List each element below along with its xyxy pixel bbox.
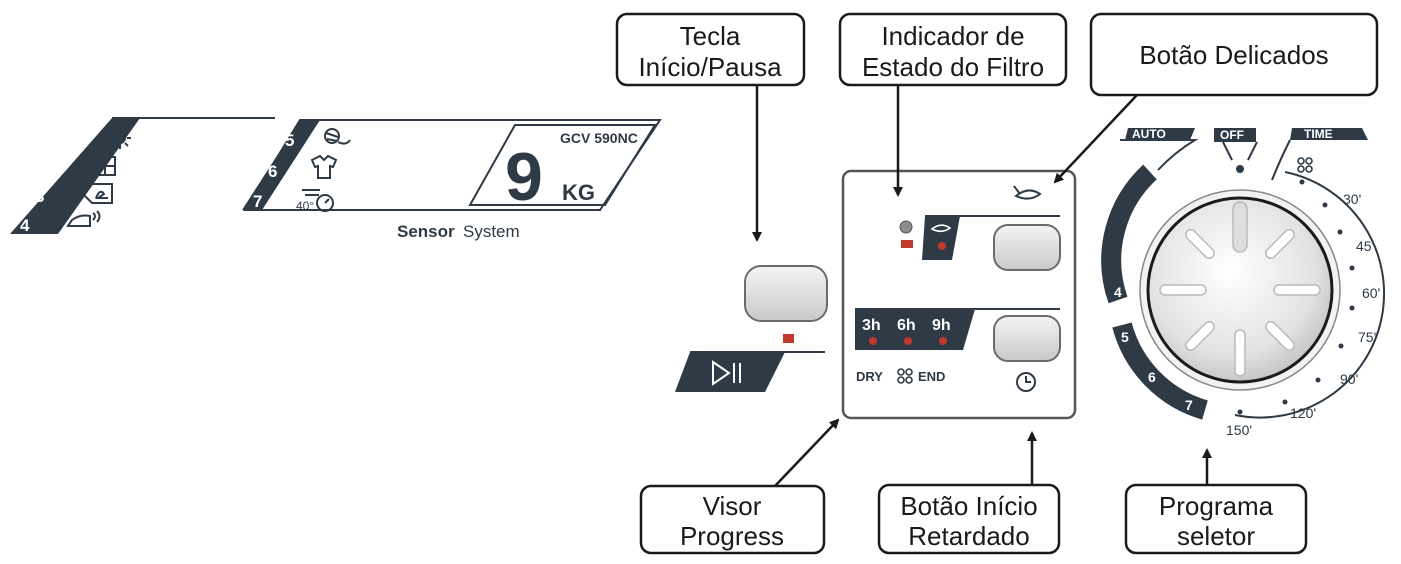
callout-delay-start-line-2: Retardado bbox=[908, 521, 1029, 551]
program-strip-middle: 5 6 7 40° GCV 590NC 9 KG Sensor System bbox=[242, 119, 662, 241]
start-pause-area bbox=[675, 265, 828, 392]
callout-progress-line-2: Progress bbox=[680, 521, 784, 551]
knob-grips bbox=[1159, 201, 1321, 377]
delay-9h-lamp bbox=[939, 337, 947, 345]
auto-band bbox=[1125, 128, 1195, 140]
program-number-7: 7 bbox=[253, 192, 262, 211]
start-pause-lamp bbox=[783, 334, 794, 343]
auto-label: AUTO bbox=[1132, 127, 1166, 141]
callout-start-pause-line-2: Início/Pausa bbox=[638, 52, 782, 82]
delay-6h-label: 6h bbox=[897, 317, 916, 334]
delay-9h-label: 9h bbox=[932, 317, 951, 334]
program-number-3: 3 bbox=[35, 187, 44, 206]
delay-6h-lamp bbox=[904, 337, 912, 345]
capacity-unit: KG bbox=[562, 180, 595, 205]
off-dot bbox=[1236, 165, 1244, 173]
clock-icon bbox=[1016, 372, 1036, 392]
callout-filter-status: Indicador de Estado do Filtro bbox=[838, 12, 1068, 87]
program-strip-band bbox=[10, 118, 140, 234]
delay-3h-label: 3h bbox=[862, 317, 881, 334]
dial-number-3: 3 bbox=[1124, 239, 1132, 255]
dial-number-7: 7 bbox=[1185, 397, 1193, 413]
play-pause-icon bbox=[712, 360, 741, 386]
function-panel: 3h 6h 9h DRY END bbox=[841, 169, 1077, 420]
time-120: 120' bbox=[1290, 405, 1316, 421]
callout-arrows bbox=[752, 85, 1212, 487]
callout-progress: Visor Progress bbox=[639, 484, 826, 555]
callout-delicate-line-1: Botão Delicados bbox=[1139, 40, 1328, 70]
delicate-band-icon bbox=[930, 224, 952, 233]
time-150: 150' bbox=[1226, 422, 1252, 438]
time-60: 60' bbox=[1362, 285, 1380, 301]
filter-status-lamp bbox=[901, 240, 913, 248]
dial-number-1: 1 bbox=[1187, 172, 1195, 188]
fan-icon bbox=[897, 368, 913, 384]
delicate-icon bbox=[1013, 185, 1042, 200]
time-45: 45' bbox=[1356, 238, 1374, 254]
time-scale-dots bbox=[1237, 179, 1355, 415]
dial-number-2: 2 bbox=[1150, 200, 1158, 216]
callout-selector: Programa seletor bbox=[1124, 483, 1308, 555]
time-scale-arc bbox=[1234, 171, 1386, 419]
dry-fan-icon bbox=[1297, 157, 1313, 173]
dial-number-6: 6 bbox=[1148, 369, 1156, 385]
delicate-band bbox=[922, 216, 960, 260]
dial-number-5: 5 bbox=[1121, 329, 1129, 345]
time-75: 75' bbox=[1358, 329, 1376, 345]
sensor-label-bold: Sensor bbox=[397, 222, 455, 241]
dry-stage-label: DRY bbox=[856, 369, 883, 384]
delicate-button[interactable] bbox=[993, 224, 1061, 271]
program-strip-left: 1 2 3 4 bbox=[10, 117, 275, 235]
start-pause-button[interactable] bbox=[744, 265, 828, 322]
wool-icon bbox=[324, 128, 351, 145]
iron-icon bbox=[66, 210, 101, 227]
delay-3h-lamp bbox=[869, 337, 877, 345]
time-90: 90' bbox=[1340, 371, 1358, 387]
callout-selector-line-2: seletor bbox=[1177, 521, 1255, 551]
quick-wash-icon: 40° bbox=[296, 189, 334, 213]
callout-progress-line-1: Visor bbox=[703, 491, 762, 521]
program-number-1: 1 bbox=[68, 125, 77, 144]
shirt-icon bbox=[310, 154, 338, 179]
time-band bbox=[1290, 128, 1368, 140]
filter-status-icon bbox=[899, 220, 913, 234]
sun-icon bbox=[109, 127, 131, 149]
auto-program-arc bbox=[1101, 164, 1157, 304]
delicate-lamp bbox=[938, 242, 946, 250]
callout-filter-status-line-2: Estado do Filtro bbox=[862, 52, 1044, 82]
time-30: 30' bbox=[1343, 191, 1361, 207]
program-number-4: 4 bbox=[20, 216, 30, 235]
off-band bbox=[1214, 128, 1256, 142]
dial-number-4: 4 bbox=[1114, 284, 1122, 300]
program-number-5: 5 bbox=[285, 131, 294, 150]
end-stage-label: END bbox=[918, 369, 945, 384]
program-number-2: 2 bbox=[52, 158, 61, 177]
callout-delay-start: Botão Início Retardado bbox=[877, 483, 1061, 555]
program-number-6: 6 bbox=[268, 162, 277, 181]
start-pause-band bbox=[675, 352, 785, 392]
capacity-number: 9 bbox=[505, 139, 543, 215]
model-label: GCV 590NC bbox=[560, 130, 638, 146]
callout-delicate: Botão Delicados bbox=[1089, 12, 1379, 97]
time-label: TIME bbox=[1304, 127, 1333, 141]
callout-start-pause-line-1: Tecla bbox=[680, 21, 741, 51]
callout-start-pause: Tecla Início/Pausa bbox=[615, 12, 806, 87]
sensor-label-rest: System bbox=[463, 222, 520, 241]
delay-start-button[interactable] bbox=[993, 315, 1061, 362]
cold-program-arc bbox=[1112, 322, 1208, 420]
off-label: OFF bbox=[1220, 128, 1244, 142]
capacity-frame bbox=[468, 124, 657, 206]
callout-filter-status-line-1: Indicador de bbox=[881, 21, 1024, 51]
callout-delay-start-line-1: Botão Início bbox=[900, 491, 1037, 521]
program-selector: AUTO OFF TIME 1 2 3 4 5 6 7 30' bbox=[1101, 127, 1386, 438]
cupboard-icon bbox=[94, 156, 116, 176]
program-temp-label: 40° bbox=[296, 199, 314, 213]
callout-selector-line-1: Programa bbox=[1159, 491, 1274, 521]
hanger-icon bbox=[80, 183, 113, 204]
